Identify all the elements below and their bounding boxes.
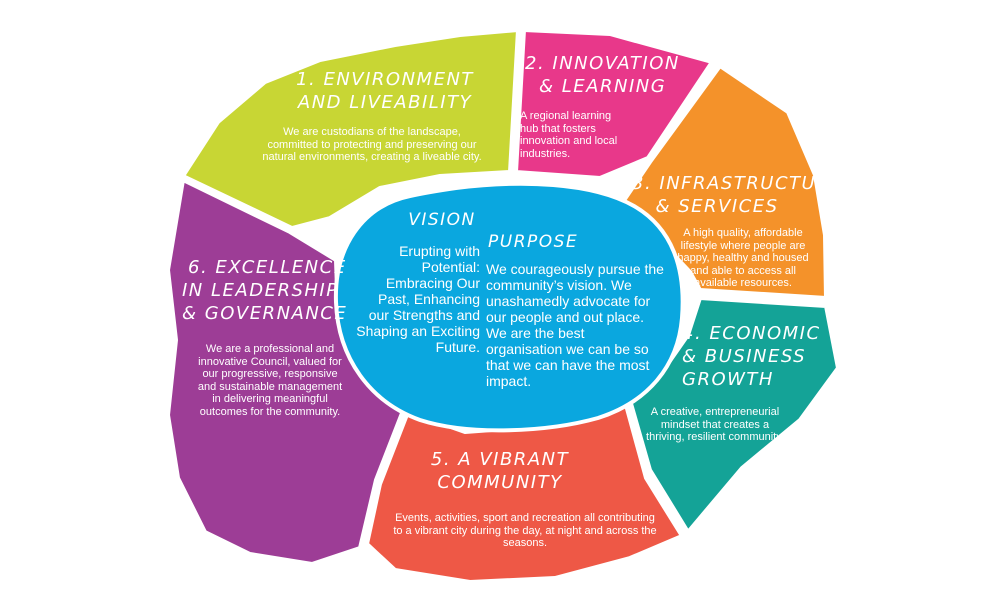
segment-infrastructure-title: 3. Infrastructure & Services [632,172,844,218]
segment-environment-body: We are custodians of the landscape, comm… [262,126,482,163]
segment-leadership-body: We are a professional and innovative Cou… [197,343,343,418]
title-line: 2. Innovation [525,53,680,74]
title-line: Growth [682,369,774,390]
vision-title: Vision [408,210,476,230]
title-line: & Business [682,346,807,367]
segment-economic-title: 4. Economic & Business Growth [682,322,821,391]
title-line: 4. Economic [682,323,821,344]
title-line: 6. Excellence [188,257,347,278]
center-hub-shape [333,181,685,433]
title-line: 3. Infrastructure [632,173,844,194]
segment-community-shape [365,403,684,584]
title-line: 1. Environment [296,69,474,90]
segment-leadership-title: 6. Excellence in Leadership & Governance [182,256,348,325]
segment-community-body: Events, activities, sport and recreation… [393,512,657,549]
segment-environment-shape [181,28,520,230]
title-line: in Leadership [182,280,339,301]
title-line: Community [437,472,563,493]
segment-economic-body: A creative, entrepreneurial mindset that… [646,406,784,443]
purpose-title: Purpose [488,232,579,252]
purpose-text: We courageously pursue the community’s v… [486,261,664,389]
segment-innovation-shape [514,28,714,180]
title-line: & Services [655,196,779,217]
vision-text: Erupting with Potential: Embracing Our P… [356,243,480,355]
segment-innovation-body: A regional learning hub that fosters inn… [520,110,618,160]
title-line: & Governance [182,303,348,324]
segment-economic-shape [628,296,840,534]
title-line: & Learning [539,76,667,97]
title-line: 5. A Vibrant [430,449,570,470]
segment-infrastructure-body: A high quality, affordable lifestyle whe… [677,227,809,289]
segment-community-title: 5. A Vibrant Community [415,448,585,494]
segment-innovation-title: 2. Innovation & Learning [525,52,680,98]
segment-environment-title: 1. Environment and Liveability [285,68,485,114]
title-line: and Liveability [297,92,473,113]
